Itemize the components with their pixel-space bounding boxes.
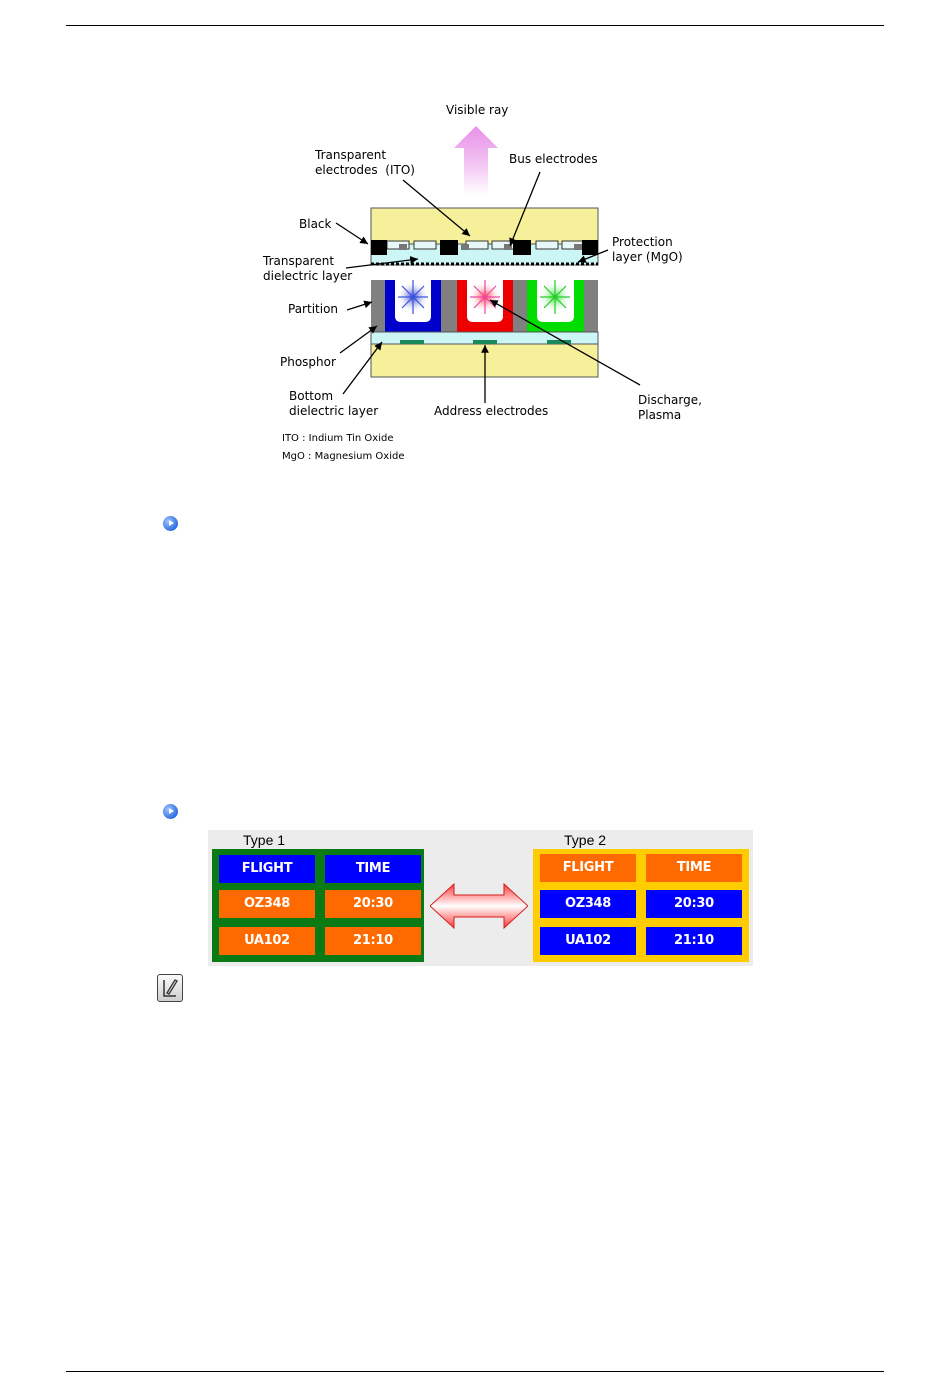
label-address-electrodes: Address electrodes	[434, 404, 549, 418]
note-mgo: MgO : Magnesium Oxide	[282, 451, 405, 462]
type1-header-flight: FLIGHT	[219, 855, 315, 883]
note-ito: ITO : Indium Tin Oxide	[282, 433, 394, 444]
visible-ray-arrow	[454, 126, 498, 195]
phosphor-red	[457, 280, 513, 332]
double-arrow-icon	[430, 883, 528, 929]
type2-header-time: TIME	[646, 854, 742, 882]
label-transparent-dielectric: Transparent dielectric layer	[263, 254, 353, 283]
type1-header-time: TIME	[325, 855, 421, 883]
type1-cell: 20:30	[325, 890, 421, 918]
type2-cell: UA102	[540, 927, 636, 955]
type1-cell: UA102	[219, 927, 315, 955]
address-electrode	[400, 340, 424, 344]
type1-cell: 21:10	[325, 927, 421, 955]
type1-cell: OZ348	[219, 890, 315, 918]
label-protection-layer: Protection layer (MgO)	[612, 235, 683, 264]
top-rule	[66, 25, 884, 26]
type2-label: Type 2	[564, 832, 607, 848]
black-matrix	[371, 240, 387, 255]
type1-label: Type 1	[243, 832, 286, 848]
partition	[371, 280, 385, 332]
phosphor-green	[527, 280, 584, 332]
label-black: Black	[299, 217, 332, 231]
label-discharge-plasma: Discharge, Plasma	[638, 393, 702, 422]
type2-cell: 21:10	[646, 927, 742, 955]
label-partition: Partition	[288, 302, 339, 316]
plasma-panel-diagram	[335, 126, 641, 403]
note-memo-icon	[157, 974, 183, 1002]
info-bullet-icon	[163, 804, 178, 819]
type2-header-flight: FLIGHT	[540, 854, 636, 882]
type2-cell: 20:30	[646, 890, 742, 918]
phosphor-blue	[385, 280, 441, 332]
info-bullet-icon	[163, 516, 178, 531]
label-phosphor: Phosphor	[280, 355, 336, 369]
label-visible-ray: Visible ray	[446, 103, 509, 117]
label-transparent-electrodes: Transparent electrodes (ITO)	[315, 148, 415, 177]
label-bottom-dielectric: Bottom dielectric layer	[289, 389, 379, 418]
label-bus-electrodes: Bus electrodes	[509, 152, 598, 166]
bottom-rule	[66, 1371, 884, 1372]
type2-cell: OZ348	[540, 890, 636, 918]
